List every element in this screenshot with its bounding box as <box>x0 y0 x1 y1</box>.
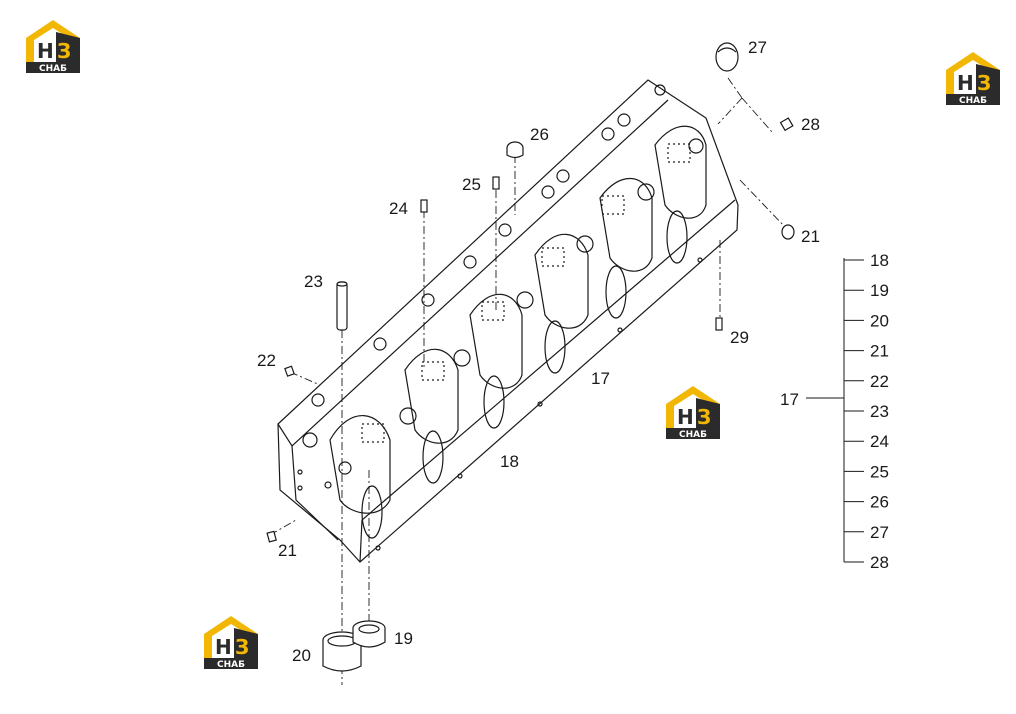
logo-caption: СНАБ <box>679 430 707 440</box>
bracket-item-label: 25 <box>870 462 889 481</box>
callout-20: 20 <box>292 646 311 665</box>
small-parts <box>266 42 795 672</box>
callout-21-left: 21 <box>278 541 297 560</box>
logo-letter-accent: З <box>977 71 991 95</box>
parts-bracket <box>806 258 864 563</box>
house-logo-icon: Н З СНАБ <box>946 52 1000 106</box>
callout-22: 22 <box>257 351 276 370</box>
callout-26: 26 <box>530 125 549 144</box>
logo-letter-main: Н <box>677 405 694 429</box>
bracket-item-label: 23 <box>870 402 889 421</box>
house-logo-icon: Н З СНАБ <box>666 386 720 440</box>
bracket-item-label: 21 <box>870 342 889 361</box>
logo-caption: СНАБ <box>959 96 987 106</box>
callout-28: 28 <box>801 115 820 134</box>
callout-17-top: 17 <box>591 369 610 388</box>
bracket-item-label: 28 <box>870 553 889 572</box>
logo-letter-main: Н <box>37 39 54 63</box>
bracket-labels: 18 19 20 21 22 23 24 25 26 27 28 <box>870 251 889 572</box>
callout-24: 24 <box>389 199 408 218</box>
logo-letter-accent: З <box>235 635 249 659</box>
logo-caption: СНАБ <box>217 660 245 670</box>
logo-letter-accent: З <box>57 39 71 63</box>
watermark-logo: Н З СНАБ <box>942 48 1004 106</box>
bracket-item-label: 18 <box>870 251 889 270</box>
bracket-item-label: 20 <box>870 311 889 330</box>
callout-labels: 27 28 21 26 25 24 23 22 17 18 29 21 19 2… <box>257 38 820 665</box>
cylinder-head-drawing <box>277 79 739 563</box>
callout-29: 29 <box>730 328 749 347</box>
callout-21-right: 21 <box>801 227 820 246</box>
callout-25: 25 <box>462 175 481 194</box>
logo-caption: СНАБ <box>39 64 67 74</box>
logo-letter-main: Н <box>957 71 974 95</box>
house-logo-icon: Н З СНАБ <box>204 616 258 670</box>
watermark-logo: Н З СНАБ <box>22 16 84 74</box>
logo-letter-accent: З <box>697 405 711 429</box>
callout-18: 18 <box>500 452 519 471</box>
leader-lines <box>269 77 787 685</box>
watermark-logo: Н З СНАБ <box>662 382 724 440</box>
bracket-item-label: 19 <box>870 281 889 300</box>
watermark-logo: Н З СНАБ <box>200 612 262 670</box>
bracket-item-label: 22 <box>870 372 889 391</box>
bracket-root-17: 17 <box>780 390 799 409</box>
logo-letter-main: Н <box>215 635 232 659</box>
bracket-item-label: 24 <box>870 432 889 451</box>
callout-23: 23 <box>304 272 323 291</box>
bracket-item-label: 26 <box>870 493 889 512</box>
callout-27: 27 <box>748 38 767 57</box>
bracket-item-label: 27 <box>870 523 889 542</box>
house-logo-icon: Н З СНАБ <box>26 20 80 74</box>
callout-19: 19 <box>394 629 413 648</box>
